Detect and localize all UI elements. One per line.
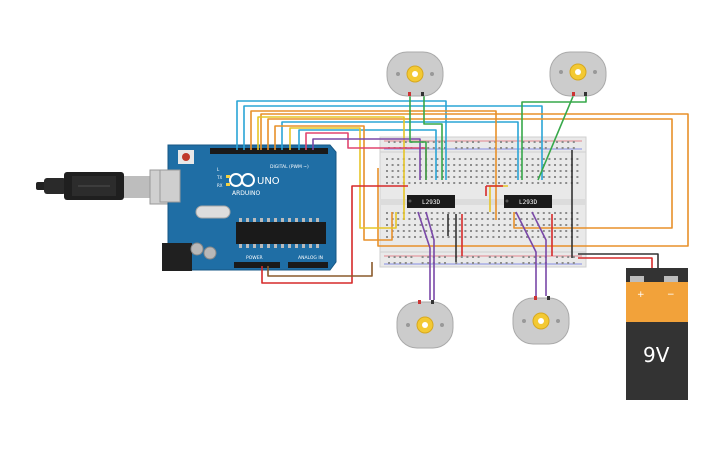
- analog-header[interactable]: [288, 262, 328, 268]
- battery-voltage-label: 9V: [643, 343, 670, 367]
- wire-brown-gnd[interactable]: [267, 262, 373, 277]
- digital-header-label: DIGITAL (PWM ~): [270, 164, 309, 170]
- battery-minus-label: −: [667, 290, 675, 300]
- wire-green[interactable]: [537, 93, 575, 181]
- motor-driver-1[interactable]: L293D: [407, 195, 455, 208]
- motor-driver-2[interactable]: L293D: [504, 195, 552, 208]
- dc-motor-2[interactable]: [549, 51, 607, 97]
- motor-driver-1-label: L293D: [422, 199, 440, 206]
- wire-red-5v[interactable]: [261, 185, 408, 284]
- dc-motor-4[interactable]: [512, 296, 570, 345]
- wire-purple[interactable]: [312, 138, 421, 180]
- wire-orange[interactable]: [260, 113, 689, 247]
- wire-red-vin[interactable]: [485, 185, 503, 196]
- motor-driver-2-label: L293D: [519, 199, 537, 206]
- battery-plus-label: +: [637, 290, 645, 300]
- power-header-label: POWER: [246, 255, 263, 261]
- arduino-brand-text: ARDUINO: [232, 190, 261, 197]
- tx-led-label: TX: [216, 175, 222, 180]
- wire-purple[interactable]: [417, 211, 431, 300]
- wire-purple[interactable]: [531, 211, 547, 296]
- wire-purple[interactable]: [425, 211, 435, 300]
- wire-green[interactable]: [521, 94, 587, 180]
- wire-battery-red[interactable]: [578, 257, 653, 268]
- wire-orange[interactable]: [267, 118, 673, 229]
- power-header[interactable]: [234, 262, 280, 268]
- arduino-logo-icon: [229, 173, 255, 187]
- wire-orange[interactable]: [250, 110, 497, 220]
- wire-purple[interactable]: [515, 211, 537, 296]
- l-led-label: L: [217, 167, 220, 172]
- dc-motor-1[interactable]: [386, 51, 444, 97]
- wire-green[interactable]: [423, 94, 443, 180]
- wire-yellow[interactable]: [257, 116, 405, 220]
- dc-motor-3[interactable]: [396, 300, 454, 349]
- analog-header-label: ANALOG IN: [298, 255, 323, 261]
- wire-orange[interactable]: [274, 125, 393, 241]
- wire-green[interactable]: [409, 94, 427, 180]
- wire-blue[interactable]: [298, 129, 437, 180]
- arduino-uno-board[interactable]: ARDUINO UNO DIGITAL (PWM ~) POWER ANALOG…: [159, 144, 337, 271]
- wire-blue[interactable]: [243, 105, 543, 180]
- wire-blue[interactable]: [236, 100, 447, 180]
- battery-9v[interactable]: + − 9V: [626, 268, 688, 400]
- reset-button[interactable]: [182, 153, 190, 161]
- wire-yellow[interactable]: [289, 127, 397, 229]
- wire-blue[interactable]: [281, 121, 519, 180]
- rx-led-label: RX: [217, 183, 223, 188]
- digital-header[interactable]: [210, 148, 328, 154]
- wire-battery-black[interactable]: [578, 253, 659, 268]
- wires: [236, 93, 689, 300]
- usb-cable[interactable]: [36, 169, 177, 205]
- arduino-model-text: UNO: [257, 176, 280, 187]
